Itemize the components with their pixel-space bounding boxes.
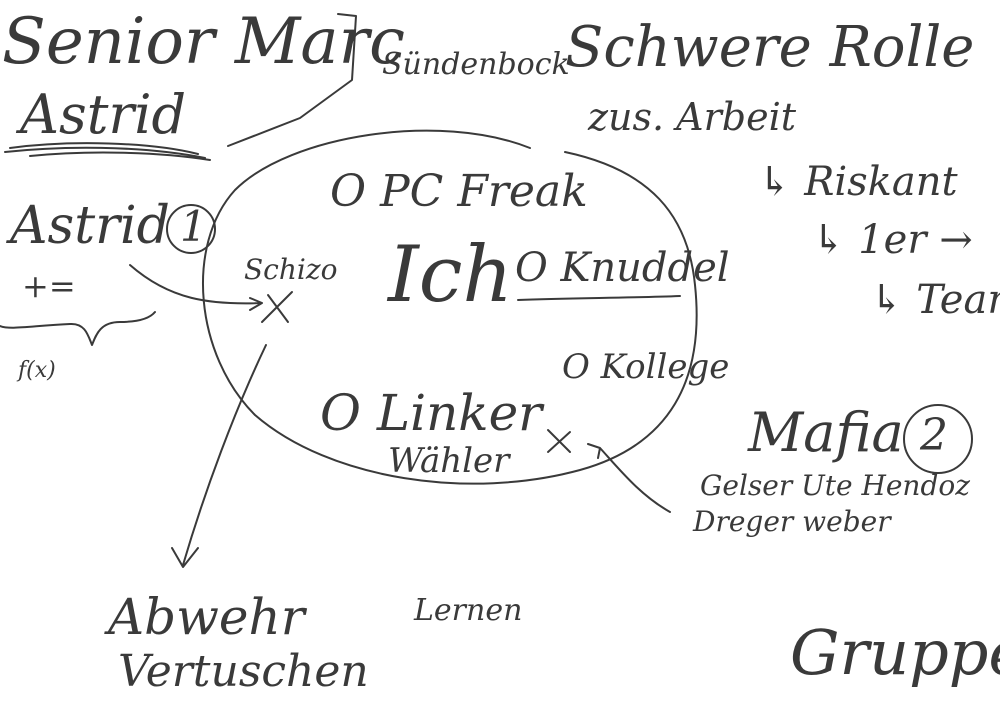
note-riskant: ↳ Riskant [758, 159, 958, 205]
note-mafia: Mafia [748, 401, 904, 464]
note-gruppe: Gruppe [790, 616, 1000, 689]
note-plus-eq: += [22, 267, 76, 305]
note-knuddel: O Knuddel [515, 245, 730, 291]
note-abwehr: Abwehr [108, 588, 305, 646]
note-schizo: Schizo [244, 253, 338, 286]
scribble-underline [4, 142, 211, 161]
note-lernen: Lernen [414, 593, 523, 628]
bracket-marc [227, 13, 357, 147]
note-senior-marc: Senior Marc [2, 5, 405, 79]
note-helper-names-2: Dreger weber [693, 505, 891, 538]
circle-one [166, 204, 216, 254]
note-team: ↳ Tear [870, 277, 1000, 323]
note-helper-names-1: Gelser Ute Hendoz [700, 469, 970, 502]
note-linker: O Linker [320, 384, 543, 442]
note-waehler: Wähler [388, 441, 510, 481]
note-zus-arbeit: zus. Arbeit [588, 95, 796, 139]
note-schwere-rolle: Schwere Rolle [565, 15, 975, 80]
note-astrid-top: Astrid [20, 83, 187, 146]
note-astrid-left: Astrid [10, 196, 170, 256]
arrow-astrid-schizo [129, 264, 263, 311]
brace-left [0, 311, 156, 346]
x-mark-kollege [547, 429, 571, 453]
note-vertuschen: Vertuschen [118, 646, 369, 697]
note-kollege: O Kollege [562, 347, 730, 387]
note-ich: Ich [388, 230, 513, 320]
central-oval [202, 129, 698, 485]
note-suendenbock: Sündenbock [382, 47, 570, 82]
underline-knuddel [517, 295, 681, 301]
note-ler: ↳ 1er → [812, 217, 973, 263]
note-pc-freak: O PC Freak [330, 166, 588, 217]
note-fx: f(x) [18, 358, 56, 383]
arrow-mafia-kollege [587, 443, 671, 513]
x-mark-schizo [261, 291, 293, 323]
note-astrid-number: 1 [180, 202, 207, 251]
note-mafia-number: 2 [920, 410, 948, 461]
arrow-abwehr [171, 344, 267, 568]
circle-two [903, 404, 973, 474]
